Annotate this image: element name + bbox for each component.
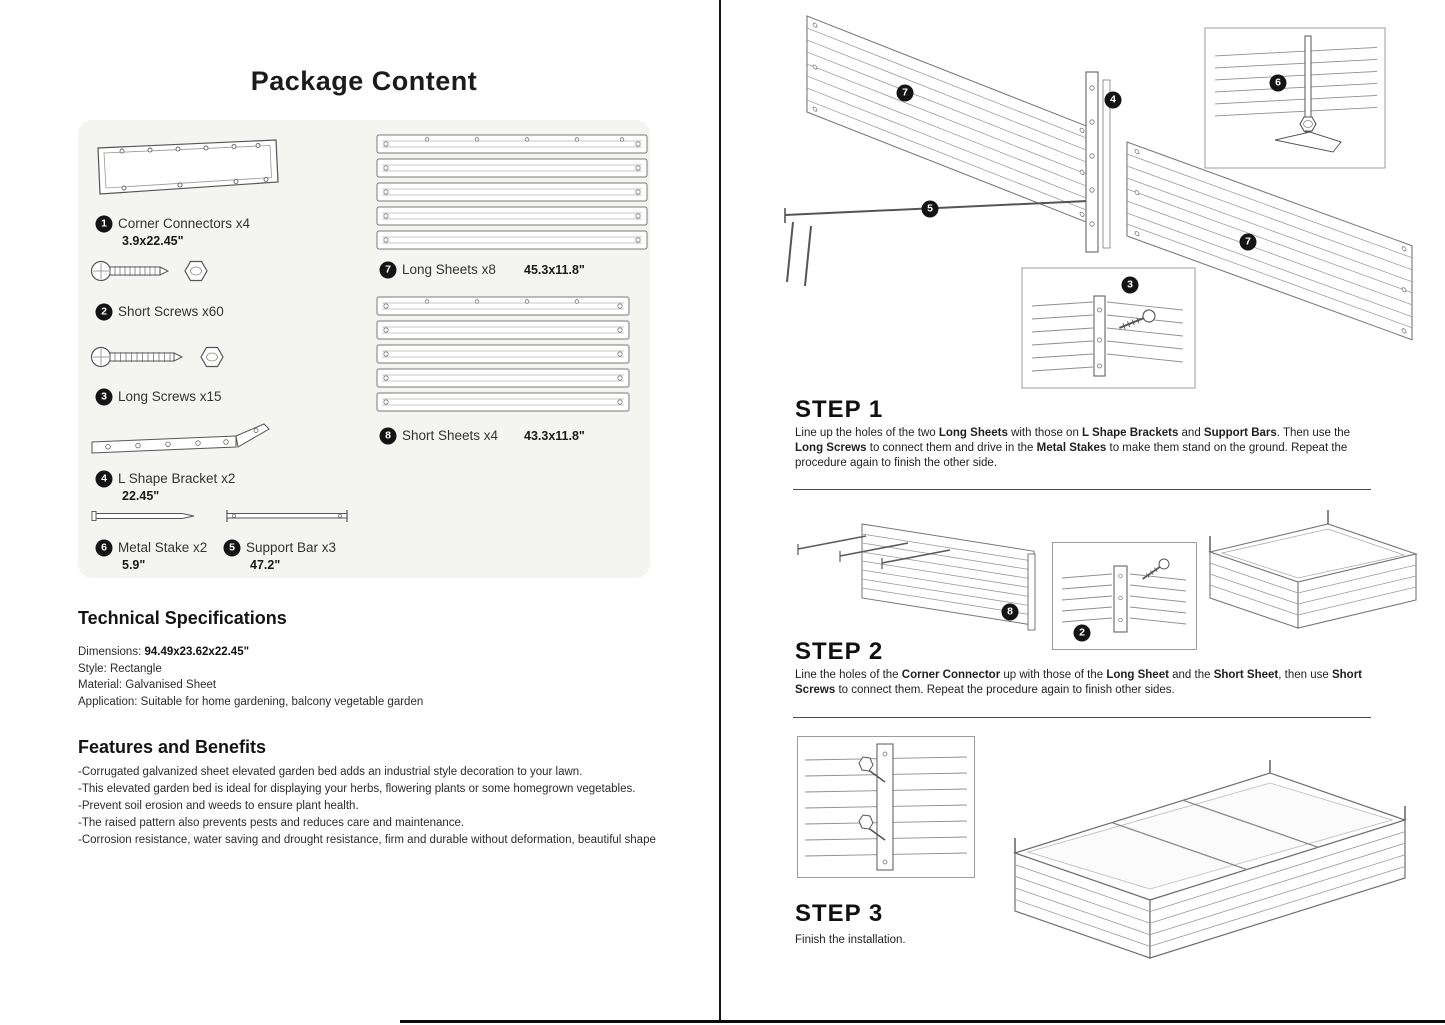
diagram-badge-long-screw: 3 — [1121, 276, 1139, 294]
feature-item: -The raised pattern also prevents pests … — [78, 817, 465, 829]
parts-box: 1 Corner Connectors x4 3.9x22.45" 2 Shor… — [78, 120, 650, 578]
feature-item: -Corrosion resistance, water saving and … — [78, 834, 656, 846]
spec-dimensions: Dimensions: 94.49x23.62x22.45" — [78, 646, 250, 658]
part-label-long-screws: Long Screws x15 — [118, 389, 222, 404]
step-3-finished-bed-drawing — [1013, 760, 1407, 959]
part-badge-short-sheets: 8 — [379, 427, 397, 445]
part-dim-corner: 3.9x22.45" — [122, 234, 184, 248]
package-content-title: Package Content — [250, 66, 478, 96]
step-3-heading: STEP 3 — [795, 900, 884, 927]
short-sheets-drawing — [376, 296, 630, 412]
tech-specs-list: Dimensions: 94.49x23.62x22.45" Style: Re… — [78, 644, 423, 710]
part-dim-support: 47.2" — [250, 558, 281, 572]
step-1-diagram: 7 4 6 5 3 7 — [735, 10, 1435, 390]
step-2-diagram: 8 2 — [790, 502, 1435, 652]
part-label-short-screws: Short Screws x60 — [118, 304, 224, 319]
step-divider-1 — [793, 489, 1371, 490]
corner-connector-drawing — [97, 139, 279, 195]
metal-stake-drawing — [91, 511, 195, 521]
step-divider-2 — [793, 717, 1371, 718]
part-label-support: Support Bar x3 — [246, 540, 337, 555]
part-badge-short-screws: 2 — [95, 303, 113, 321]
step-1-assembly-drawing — [784, 15, 1413, 389]
part-label-stake: Metal Stake x2 — [118, 540, 208, 555]
step-2-instructions: Line the holes of the Corner Connector u… — [795, 669, 1362, 696]
part-label-bracket: L Shape Bracket x2 — [118, 471, 236, 486]
part-dim-long-sheets: 45.3x11.8" — [524, 263, 585, 277]
part-badge-stake: 6 — [95, 539, 113, 557]
diagram-badge-short-screw: 2 — [1073, 624, 1091, 642]
long-screw-drawing — [90, 346, 224, 368]
feature-item: -Corrugated galvanized sheet elevated ga… — [78, 766, 583, 778]
panel-divider — [719, 0, 721, 1021]
tech-specs-heading: Technical Specifications — [78, 608, 287, 628]
step-1-heading: STEP 1 — [795, 396, 884, 423]
diagram-badge-support-bar: 5 — [921, 200, 939, 218]
part-label-long-sheets: Long Sheets x8 — [402, 262, 496, 277]
part-badge-corner: 1 — [95, 215, 113, 233]
support-bar-drawing — [226, 510, 348, 522]
diagram-badge-long-sheet-right: 7 — [1239, 233, 1257, 251]
step-2-frame-drawing — [1208, 510, 1418, 629]
diagram-badge-bracket: 4 — [1104, 91, 1122, 109]
feature-item: -This elevated garden bed is ideal for d… — [78, 783, 636, 795]
part-badge-bracket: 4 — [95, 470, 113, 488]
part-dim-short-sheets: 43.3x11.8" — [524, 429, 585, 443]
diagram-badge-stake: 6 — [1269, 74, 1287, 92]
spec-style: Style: Rectangle — [78, 662, 162, 675]
part-label-corner: Corner Connectors x4 — [118, 216, 251, 231]
features-list: -Corrugated galvanized sheet elevated ga… — [78, 764, 678, 849]
part-badge-long-screws: 3 — [95, 388, 113, 406]
part-badge-support: 5 — [223, 539, 241, 557]
diagram-badge-short-sheet: 8 — [1001, 603, 1019, 621]
long-sheets-drawing — [376, 134, 648, 250]
features-heading: Features and Benefits — [78, 737, 267, 757]
part-badge-long-sheets: 7 — [379, 261, 397, 279]
l-bracket-drawing — [91, 423, 270, 454]
short-screw-drawing — [90, 260, 208, 282]
step-1-instructions: Line up the holes of the two Long Sheets… — [795, 427, 1351, 469]
part-label-short-sheets: Short Sheets x4 — [402, 428, 499, 443]
step-3-instructions: Finish the installation. — [795, 934, 906, 946]
spec-application: Application: Suitable for home gardening… — [78, 695, 424, 708]
step-2-heading: STEP 2 — [795, 638, 884, 665]
part-dim-stake: 5.9" — [122, 558, 146, 572]
step-3-diagram — [790, 730, 1435, 980]
part-dim-bracket: 22.45" — [122, 489, 160, 503]
diagram-badge-long-sheet: 7 — [896, 84, 914, 102]
bottom-edge-line — [400, 1020, 1445, 1023]
step-3-connector-detail-drawing — [797, 736, 975, 878]
feature-item: -Prevent soil erosion and weeds to ensur… — [78, 800, 359, 812]
spec-material: Material: Galvanised Sheet — [78, 679, 217, 691]
